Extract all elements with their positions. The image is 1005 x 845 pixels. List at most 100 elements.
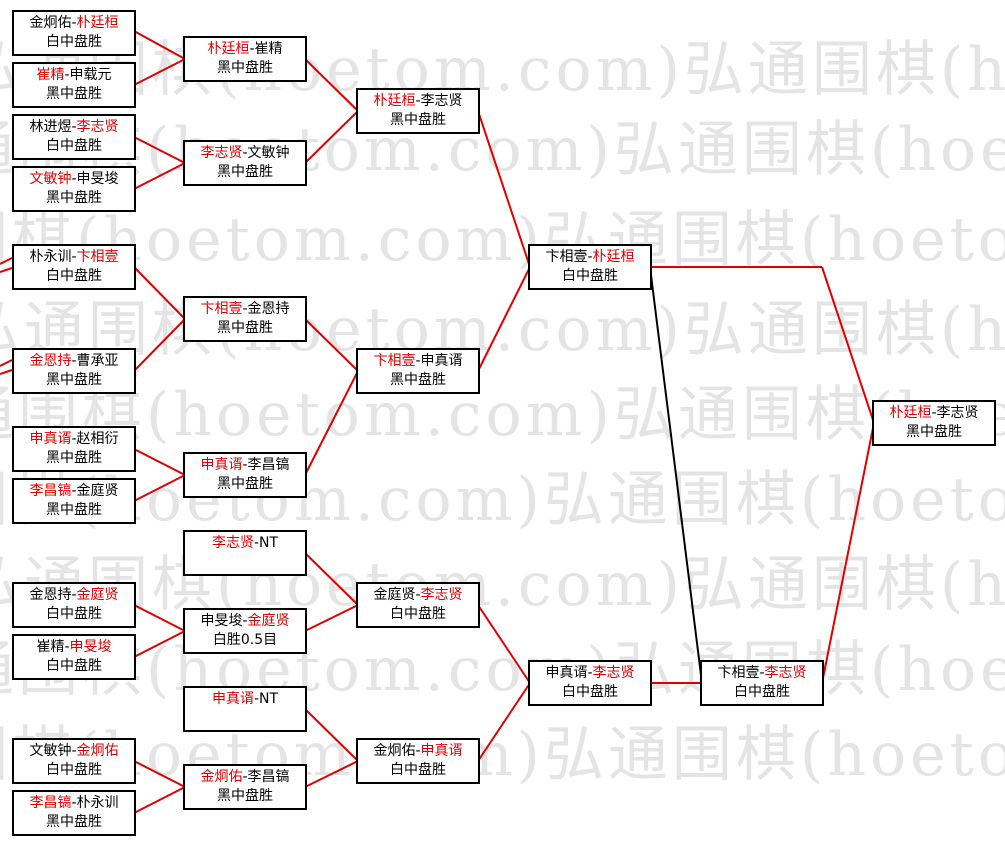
player-black: 金炯佑 (373, 743, 416, 759)
connector-line (133, 58, 186, 86)
match-r2-5: 李志贤-NT (183, 530, 307, 576)
match-r3-2: 卞相壹-申真谞 黑中盘胜 (356, 348, 480, 394)
match-result: 黑中盘胜 (217, 788, 273, 804)
connector-line (133, 760, 186, 788)
player-white: 申载元 (69, 67, 112, 83)
match-r2-7: 申真谞-NT (183, 686, 307, 732)
player-black: 崔精 (36, 639, 65, 655)
match-result: 黑中盘胜 (217, 164, 273, 180)
match-result: 黑中盘胜 (390, 372, 446, 388)
player-black: 金炯佑 (200, 769, 243, 785)
player-white: 金炯佑 (76, 743, 119, 759)
connector-line (821, 266, 875, 424)
player-white: 金庭贤 (76, 483, 119, 499)
match-r3-4: 金炯佑-申真谞 白中盘胜 (356, 738, 480, 784)
match-r1-8: 李昌镐-金庭贤 黑中盘胜 (12, 478, 136, 524)
match-final: 朴廷桓-李志贤 黑中盘胜 (872, 400, 996, 446)
connector-line (304, 110, 359, 164)
match-result: 黑中盘胜 (217, 60, 273, 76)
player-white: 金庭贤 (247, 613, 290, 629)
player-white: 李志贤 (420, 587, 463, 603)
match-result: 黑中盘胜 (46, 86, 102, 102)
player-black: 朴廷桓 (373, 93, 416, 109)
player-white: 朴廷桓 (592, 249, 635, 265)
player-black: 卞相壹 (373, 353, 416, 369)
player-black: 李志贤 (211, 535, 254, 551)
match-result: 白中盘胜 (46, 658, 102, 674)
player-black: 李昌镐 (29, 795, 72, 811)
player-white: 卞相壹 (76, 249, 119, 265)
match-result: 黑中盘胜 (217, 320, 273, 336)
connector-line (133, 786, 186, 814)
match-result: 白中盘胜 (46, 268, 102, 284)
player-white: 申旻埈 (76, 171, 119, 187)
match-r4-2: 申真谞-李志贤 白中盘胜 (528, 660, 652, 706)
connector-line (304, 604, 359, 632)
match-result: 黑中盘胜 (46, 502, 102, 518)
player-black: 崔精 (36, 67, 65, 83)
match-result: 白中盘胜 (46, 34, 102, 50)
player-black: 朴廷桓 (207, 41, 250, 57)
player-black: 文敏钟 (29, 743, 72, 759)
player-black: 文敏钟 (29, 171, 72, 187)
connector-line (133, 630, 186, 658)
player-white: 李志贤 (764, 665, 807, 681)
player-black: 卞相壹 (200, 301, 243, 317)
match-r1-6: 金恩持-曹承亚 黑中盘胜 (12, 348, 136, 394)
connector-line (477, 604, 531, 684)
player-black: 李志贤 (200, 145, 243, 161)
player-white: NT (259, 535, 279, 551)
match-r1-10: 崔精-申旻埈 白中盘胜 (12, 634, 136, 680)
connector-line (133, 604, 186, 632)
player-white: 申真谞 (420, 743, 463, 759)
connector-line (133, 30, 186, 60)
player-black: 卞相壹 (717, 665, 760, 681)
player-black: 金炯佑 (29, 15, 72, 31)
connector-line (477, 682, 531, 762)
connector-line (133, 266, 186, 320)
match-r3-3: 金庭贤-李志贤 白中盘胜 (356, 582, 480, 628)
player-black: 金恩持 (29, 353, 72, 369)
player-white: 赵相衍 (76, 431, 119, 447)
player-black: 申真谞 (200, 457, 243, 473)
player-black: 申真谞 (29, 431, 72, 447)
match-result: 黑中盘胜 (46, 450, 102, 466)
player-white: 文敏钟 (247, 145, 290, 161)
match-r1-1: 金炯佑-朴廷桓 白中盘胜 (12, 10, 136, 56)
match-r1-2: 崔精-申载元 黑中盘胜 (12, 62, 136, 108)
match-result: 黑中盘胜 (390, 112, 446, 128)
player-white: 李昌镐 (247, 457, 290, 473)
connector-line (304, 552, 359, 606)
player-white: 申真谞 (420, 353, 463, 369)
match-r2-6: 申旻埈-金庭贤 白胜0.5目 (183, 608, 307, 654)
connector-line (133, 136, 186, 164)
player-white: 李志贤 (936, 405, 979, 421)
match-r2-3: 卞相壹-金恩持 黑中盘胜 (183, 296, 307, 342)
match-result: 白中盘胜 (562, 684, 618, 700)
connector-line (304, 370, 359, 476)
match-result: 白中盘胜 (46, 762, 102, 778)
player-black: 金庭贤 (373, 587, 416, 603)
connector-line (649, 266, 703, 684)
player-black: 申真谞 (545, 665, 588, 681)
match-result: 白中盘胜 (390, 762, 446, 778)
match-result: 黑中盘胜 (46, 814, 102, 830)
match-r1-3: 林进煜-李志贤 白中盘胜 (12, 114, 136, 160)
match-result: 白中盘胜 (562, 268, 618, 284)
connector-line (477, 266, 531, 372)
match-r2-2: 李志贤-文敏钟 黑中盘胜 (183, 140, 307, 186)
connector-line (304, 58, 359, 112)
connector-line (0, 267, 13, 273)
match-result: 白中盘胜 (46, 138, 102, 154)
connector-line (821, 422, 875, 684)
match-r4-1: 卞相壹-朴廷桓 白中盘胜 (528, 244, 652, 290)
connector-line (304, 760, 359, 788)
player-white: NT (259, 691, 279, 707)
connector-line (133, 448, 186, 476)
match-result: 白中盘胜 (734, 684, 790, 700)
player-white: 朴永训 (76, 795, 119, 811)
player-black: 朴廷桓 (889, 405, 932, 421)
connector-line (304, 708, 359, 762)
connector-line (133, 474, 186, 502)
